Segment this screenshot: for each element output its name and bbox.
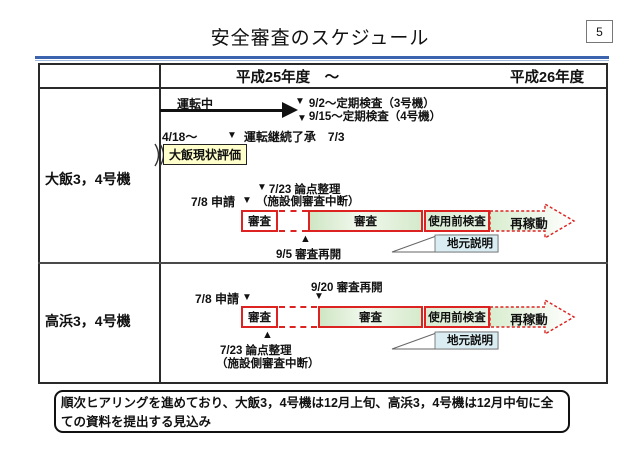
takahama-review-long-box: 審査 [318,306,423,328]
ohi-application: 7/8 申請 ▼ [191,193,252,210]
up-triangle-icon: ▲ [262,329,273,341]
ohi-start-date: 4/18～ [162,130,198,144]
page-title: 安全審査のスケジュール [210,28,430,49]
takahama-pre-service-box: 使用前検査 [424,306,490,328]
header-fy26: 平成26年度 [510,70,585,86]
ohi-operating-label: 運転中 [177,97,214,111]
operating-arrow-head-icon [282,102,298,118]
down-triangle-icon: ▼ [242,195,252,206]
takahama-suspension-label: （施設側審査中断） [216,358,320,370]
title-rule [35,56,609,59]
ohi-continuation-label: 運転継続了承 7/3 [243,130,345,144]
title-rule-shadow [35,60,609,61]
bottom-note-box: 順次ヒアリングを進めており、大飯3，4号機は12月上旬、高浜3，4号機は12月中… [54,390,570,433]
ohi-local-briefing-label: 地元説明 [447,238,493,250]
ohi-restart-label: 再稼動 [510,217,548,231]
down-triangle-icon: ▼ [314,291,324,302]
ohi-resume-label: 9/5 審査再開 [276,249,342,261]
bottom-note-text: 順次ヒアリングを進めており、大飯3，4号機は12月上旬、高浜3，4号機は12月中… [61,396,554,429]
ohi-issues-label: 7/23 論点整理 [268,184,341,196]
takahama-issues-label: 7/23 論点整理 [220,345,292,357]
page-number-box: 5 [586,20,613,43]
up-triangle-icon: ▲ [300,233,311,245]
row-label-ohi: 大飯3，4号機 [45,171,131,187]
table-row-divider [38,262,608,264]
ohi-periodic-unit4: ▼ 9/15～定期検査（4号機） [297,108,441,124]
down-triangle-icon: ▼ [295,96,305,107]
schedule-table-frame [38,63,608,384]
ohi-review-interruption-dashes [279,210,308,232]
down-triangle-icon: ▼ [257,182,267,193]
ohi-restart-arrow-icon [489,202,576,240]
ohi-continuation: ▼ 運転継続了承 7/3 [227,128,345,145]
ohi-suspension-label: （施設側審査中断） [256,196,360,208]
takahama-restart-arrow-icon [489,298,576,336]
ohi-pre-service-box: 使用前検査 [424,210,490,232]
ohi-periodic-unit4-label: 9/15～定期検査（4号機） [308,111,442,123]
row-label-takahama: 高浜3，4号機 [45,313,131,329]
ohi-application-label: 7/8 申請 [191,195,236,209]
table-column-divider [159,63,161,384]
ohi-review-short-box: 審査 [241,210,278,232]
table-header-divider [38,87,608,89]
takahama-resume-label: 9/20 審査再開 [311,282,383,294]
operating-timeline-line [160,109,284,112]
takahama-local-briefing-label: 地元説明 [447,335,493,347]
header-fy25: 平成25年度 ～ [236,70,340,86]
takahama-review-short-box: 審査 [241,306,278,328]
down-triangle-icon: ▼ [227,130,237,141]
takahama-application: 7/8 申請 ▼ [195,290,252,307]
down-triangle-icon: ▼ [242,292,252,303]
ohi-review-long-box: 審査 [308,210,423,232]
ohi-periodic-unit3-label: 9/2～定期検査（3号機） [308,98,435,110]
down-triangle-icon: ▼ [297,113,307,124]
takahama-restart-label: 再稼動 [510,313,548,327]
ohi-issues: ▼ 7/23 論点整理 [257,181,340,197]
page-number: 5 [596,24,603,39]
takahama-review-interruption-dashes [279,306,317,328]
takahama-application-label: 7/8 申請 [195,292,240,306]
takahama-local-briefing-shape [391,331,499,350]
ohi-local-briefing-shape [391,234,499,253]
ohi-status-eval-box: 大飯現状評価 [163,144,248,165]
ohi-periodic-unit3: ▼ 9/2～定期検査（3号機） [295,95,435,111]
